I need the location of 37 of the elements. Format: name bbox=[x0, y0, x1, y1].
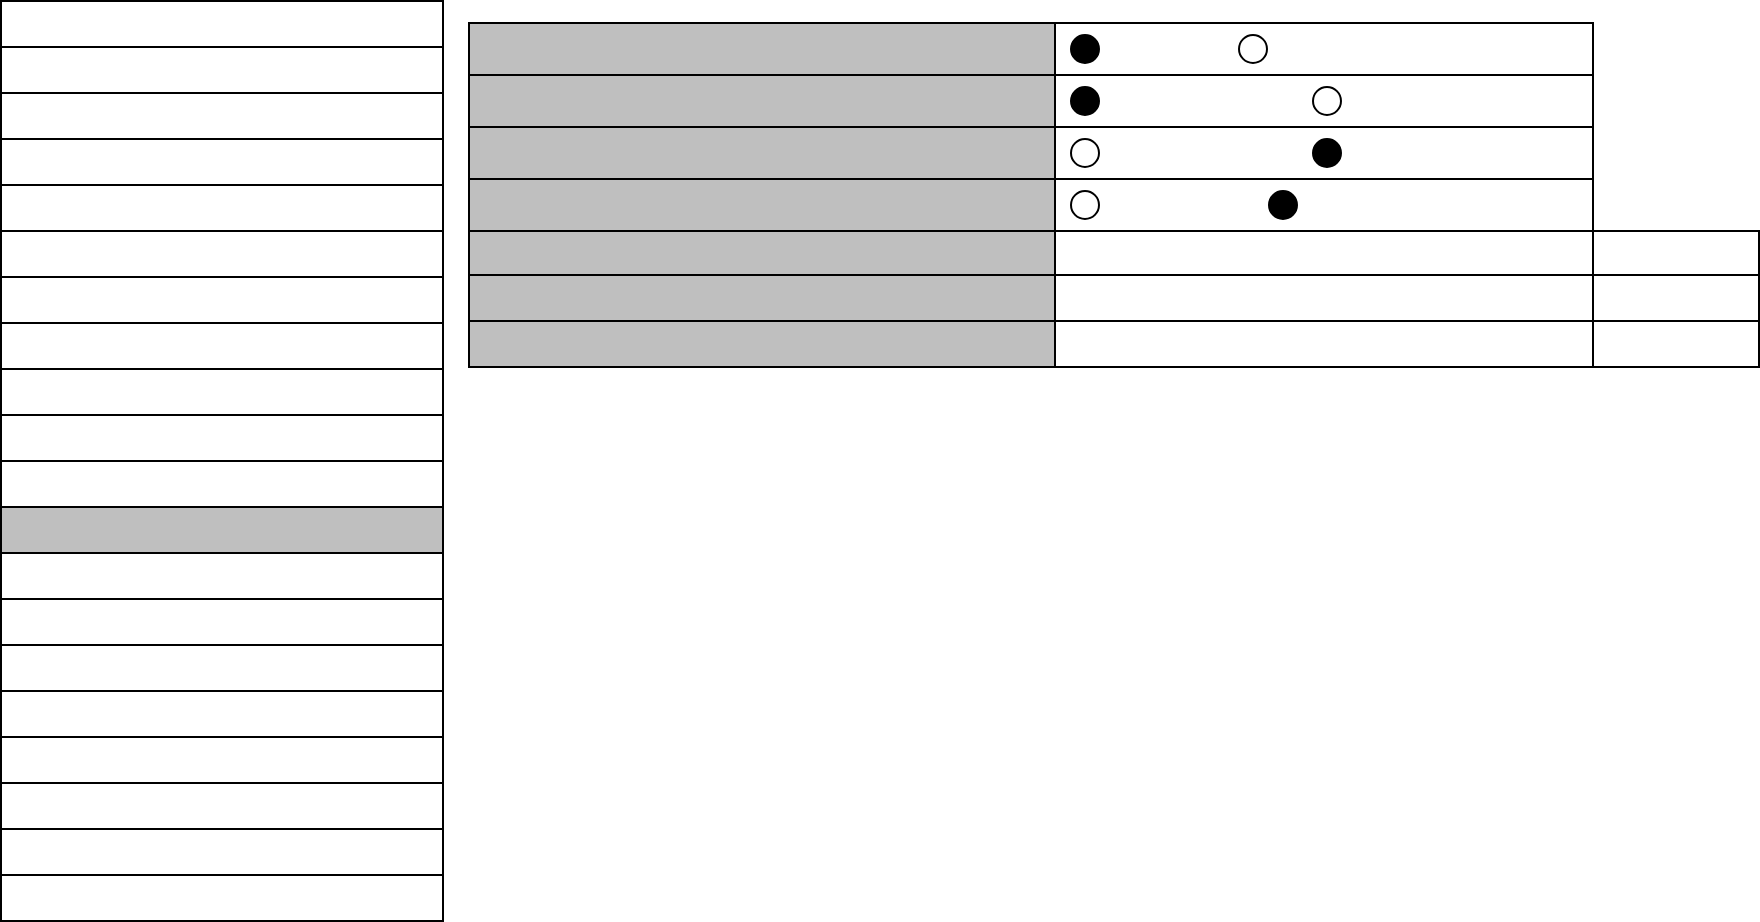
table-cell bbox=[0, 828, 444, 874]
table-cell bbox=[0, 276, 444, 322]
shaded-cell bbox=[468, 178, 1054, 230]
table-cell bbox=[1054, 178, 1594, 230]
table-cell bbox=[1054, 22, 1594, 74]
table-cell bbox=[1054, 274, 1592, 320]
table-cell bbox=[0, 322, 444, 368]
shaded-cell bbox=[468, 74, 1054, 126]
shaded-cell bbox=[468, 22, 1054, 74]
table-cell bbox=[0, 690, 444, 736]
table-cell bbox=[0, 368, 444, 414]
table-cell bbox=[1592, 274, 1760, 320]
shaded-cell bbox=[0, 506, 444, 552]
table-cell bbox=[0, 736, 444, 782]
table-cell bbox=[1054, 126, 1594, 178]
table-cell bbox=[0, 460, 444, 506]
table-cell bbox=[0, 598, 444, 644]
table-cell bbox=[0, 874, 444, 922]
table-cell bbox=[0, 138, 444, 184]
table-cell bbox=[0, 92, 444, 138]
shaded-cell bbox=[468, 126, 1054, 178]
table-cell bbox=[1592, 230, 1760, 274]
table-cell bbox=[1592, 320, 1760, 368]
table-cell bbox=[1054, 230, 1592, 274]
table-cell bbox=[0, 552, 444, 598]
table-cell bbox=[1054, 74, 1594, 126]
shaded-cell bbox=[468, 320, 1054, 368]
table-cell bbox=[0, 230, 444, 276]
shaded-cell bbox=[468, 230, 1054, 274]
table-cell bbox=[1054, 320, 1592, 368]
table-cell bbox=[0, 782, 444, 828]
table-cell bbox=[0, 184, 444, 230]
table-cell bbox=[0, 644, 444, 690]
shaded-cell bbox=[468, 274, 1054, 320]
table-cell bbox=[0, 414, 444, 460]
table-cell bbox=[0, 46, 444, 92]
table-cell bbox=[0, 0, 444, 46]
